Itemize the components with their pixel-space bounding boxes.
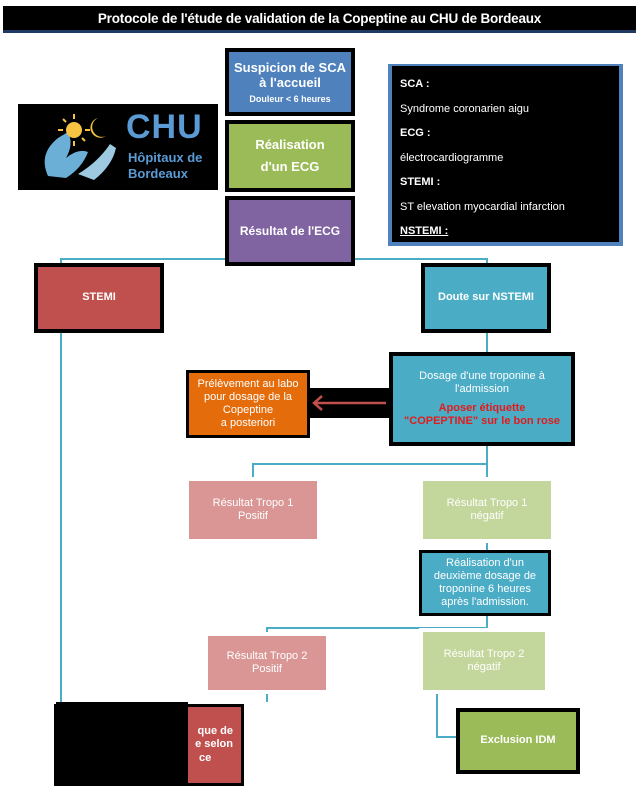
node-suspicion-sca: Suspicion de SCA à l'accueil Douleur < 6… [225,48,355,116]
prelevement-line1: Prélèvement au labo [197,377,299,390]
logo-chu-text: CHU [126,108,203,146]
dosage-line2: l'admission [454,382,510,395]
deuxieme-line4: après l'admission. [441,596,529,609]
connector-tropo1-left-down [252,463,254,479]
legend-term-ecg: ECG : [400,127,431,140]
realisation-line1: Réalisation [255,137,325,153]
node-stemi: STEMI [34,263,164,333]
tropo1-pos-line2: Positif [238,510,268,522]
node-tropo1-negatif: Résultat Tropo 1 négatif [419,477,555,543]
node-prelevement-copeptine: Prélèvement au labo pour dosage de la Co… [186,370,310,438]
connector-right-top-vertical [486,258,488,266]
connector-tropo2pos-down [266,692,268,702]
legend-def-stemi: ST elevation myocardial infarction [400,200,565,213]
tropo2-pos-line1: Résultat Tropo 2 [226,649,308,662]
tropo2-pos-line2: Positif [252,663,282,675]
logo-subtitle-line1: Hôpitaux de [128,150,203,165]
connector-dosage-down [486,444,488,464]
doute-nstemi-text: Doute sur NSTEMI [438,291,534,304]
tropo2-neg-line2: négatif [467,661,501,673]
left-arrow-icon [312,395,386,411]
node-tropo2-negatif: Résultat Tropo 2 négatif [419,628,549,694]
abbreviation-legend: SCA : Syndrome coronarien aigu ECG : éle… [388,64,623,246]
dosage-red-line2: "COPEPTINE" sur le bon rose [404,415,560,428]
dosage-red-line1: Aposer étiquette [438,402,526,414]
legend-term-nstemi: NSTEMI : [400,225,449,238]
redaction-block [56,702,188,784]
node-resultat-ecg: Résultat de l'ECG [225,196,355,266]
tropo1-neg-line2: négatif [470,510,504,522]
suspicion-sub: Douleur < 6 heures [249,93,331,104]
chu-bordeaux-logo: CHU Hôpitaux de Bordeaux [18,104,218,190]
deuxieme-line1: Réalisation d'un [446,556,524,569]
deuxieme-line3: troponine 6 heures [439,583,531,595]
suspicion-line2: à l'accueil [259,75,321,91]
partial-line3: ce [199,751,212,764]
resultat-ecg-text: Résultat de l'ECG [239,223,341,238]
prelevement-line4: a posteriori [220,417,276,430]
node-exclusion-idm: Exclusion IDM [456,708,580,774]
connector-tropo2-horizontal [266,627,488,629]
connector-nstemi-dosage [486,330,488,354]
connector-tropo1neg-deuxieme [486,540,488,552]
realisation-line2: d'un ECG [260,159,320,174]
connector-tropo2neg-exclusion [436,692,438,737]
stemi-text: STEMI [82,291,116,304]
node-tropo1-positif: Résultat Tropo 1 Positif [185,477,321,543]
legend-def-ecg: électrocardiogramme [400,151,504,164]
connector-tropo1-right-down [486,463,488,479]
connector-tropo1-horizontal [252,463,488,465]
suspicion-line1: Suspicion de SCA [234,59,346,75]
node-deuxieme-dosage: Réalisation d'un deuxième dosage de trop… [419,550,551,616]
legend-term-stemi: STEMI : [400,176,441,189]
connector-deuxieme-down [486,614,488,628]
connector-exclusion-horizontal [436,736,458,738]
partial-line2: e selon [195,738,233,751]
logo-subtitle-line2: Bordeaux [128,166,188,181]
partial-line1: que de [197,725,233,738]
deuxieme-line2: deuxième dosage de [433,569,537,582]
page-title: Protocole de l'étude de validation de la… [3,6,636,33]
hands-sun-moon-icon [44,114,116,180]
prelevement-line3: Copeptine [222,404,274,416]
node-realisation-ecg: Réalisation d'un ECG [225,120,355,192]
legend-def-sca: Syndrome coronarien aigu [400,102,530,115]
tropo2-neg-line1: Résultat Tropo 2 [443,647,525,660]
connector-tropo2-left-down [266,627,268,635]
connector-left-vertical [60,258,62,713]
node-tropo2-positif: Résultat Tropo 2 Positif [204,632,330,694]
node-dosage-troponine: Dosage d'une troponine à l'admission Apo… [389,352,575,446]
dosage-line1: Dosage d'une troponine à [419,369,545,382]
legend-term-sca: SCA : [400,78,430,91]
tropo1-neg-line1: Résultat Tropo 1 [446,496,528,509]
tropo1-pos-line1: Résultat Tropo 1 [212,496,294,509]
exclusion-text: Exclusion IDM [480,734,556,747]
prelevement-line2: pour dosage de la [203,390,293,403]
node-doute-nstemi: Doute sur NSTEMI [421,263,551,333]
